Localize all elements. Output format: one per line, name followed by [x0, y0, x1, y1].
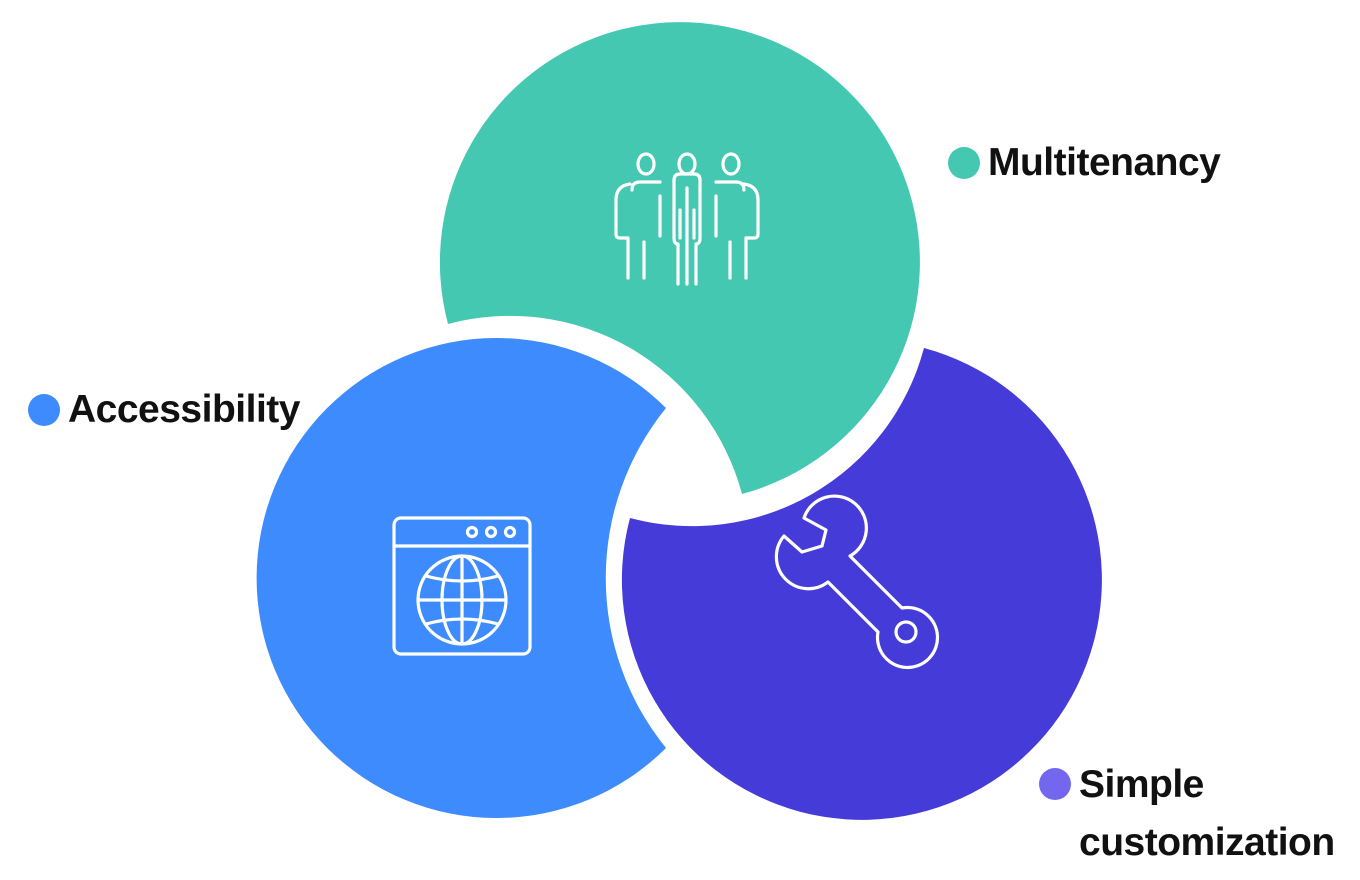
- simple-customization-circle: [621, 348, 1102, 820]
- multitenancy-label: Multitenancy: [988, 141, 1221, 184]
- multitenancy-circle: [439, 22, 920, 494]
- multitenancy-dot: [948, 146, 980, 179]
- legend-multitenancy: Multitenancy: [948, 141, 1221, 184]
- simple-customization-dot: [1039, 768, 1071, 800]
- simple-customization-label-line1: Simple: [1079, 763, 1204, 806]
- simple-customization-label-line2: customization: [1079, 821, 1335, 864]
- browser-globe-icon: [392, 516, 532, 656]
- legend-simple-customization: Simple customization: [1039, 763, 1360, 872]
- legend-accessibility: Accessibility: [28, 390, 300, 429]
- simple-customization-label: Simple customization: [1079, 756, 1360, 872]
- people-group-icon: [614, 152, 760, 286]
- wrench-icon: [774, 494, 940, 670]
- accessibility-dot: [28, 393, 60, 426]
- accessibility-label: Accessibility: [68, 388, 300, 431]
